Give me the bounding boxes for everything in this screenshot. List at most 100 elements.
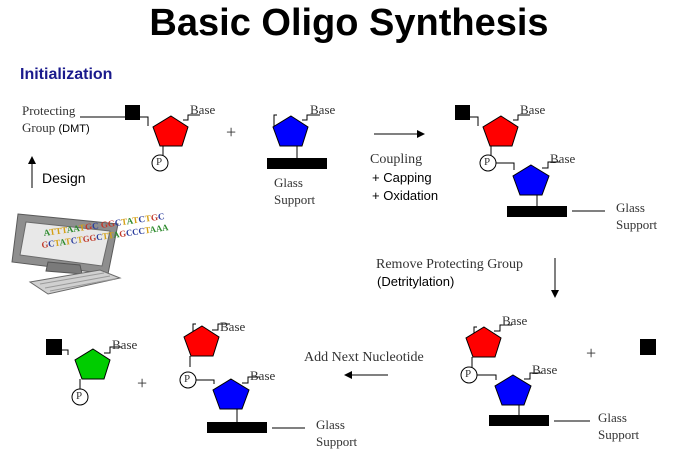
base-link-line xyxy=(183,114,200,121)
diagram-title: Basic Oligo Synthesis xyxy=(149,2,549,44)
group-label-text: Group xyxy=(22,120,56,135)
glass-label-text: Glass xyxy=(598,410,627,425)
phosphate-label: P xyxy=(76,390,83,402)
sequence-letter: T xyxy=(49,226,56,237)
sequence-letter: A xyxy=(43,227,51,238)
support-label-text: Support xyxy=(316,434,358,449)
base-label: Base xyxy=(310,102,336,117)
computer-illustration: ATTTAATGC GGCTATCTGC GCTATCTGGCTTAGCCCTA… xyxy=(11,211,170,295)
glass-support-label: Glass Support xyxy=(616,199,657,233)
nucleotide-unit-protected xyxy=(80,105,200,172)
base-label: Base xyxy=(550,151,576,166)
sequence-letter: G xyxy=(107,218,115,229)
sequence-letter: C xyxy=(48,238,56,249)
sequence-letter: A xyxy=(66,224,74,235)
oxidation-label: + Oxidation xyxy=(372,188,439,203)
blue-pentagon-sugar xyxy=(494,374,532,406)
base-label: Base xyxy=(502,313,528,328)
plus-sign: + xyxy=(586,343,597,363)
base-label: Base xyxy=(190,102,216,117)
sequence-letter: C xyxy=(157,211,165,222)
dmt-link-line xyxy=(140,116,149,126)
coupling-label: Coupling xyxy=(370,152,423,167)
sequence-letter: G xyxy=(100,219,108,230)
phosphate-circle xyxy=(151,154,169,172)
green-pentagon-sugar xyxy=(74,348,111,380)
red-pentagon-sugar xyxy=(482,115,519,147)
sequence-letter: G xyxy=(119,228,127,239)
capping-label: + Capping xyxy=(372,170,432,185)
dimer-unit-deprotected xyxy=(460,324,656,426)
sequence-letter: G xyxy=(41,239,49,250)
glass-label-text: Glass xyxy=(274,175,303,190)
phosphate-label: P xyxy=(465,368,472,380)
dimer-unit-bottom-middle xyxy=(179,323,305,433)
remove-protecting-group-label: Remove Protecting Group xyxy=(376,257,523,272)
base-label: Base xyxy=(220,319,246,334)
section-heading-initialization: Initialization xyxy=(20,66,113,83)
sequence-line-2: GCTATCTGGCTTAGCCCTAAA xyxy=(41,222,170,250)
sequence-letter: T xyxy=(55,226,62,237)
sequence-letter: C xyxy=(132,226,140,237)
base-label: Base xyxy=(112,337,138,352)
sequence-letter: A xyxy=(149,224,157,235)
sequence-letter: T xyxy=(102,231,109,242)
glass-support-label: Glass Support xyxy=(316,416,357,450)
plus-sign: + xyxy=(226,122,237,142)
support-label-text: Support xyxy=(616,217,658,232)
sequence-letter: T xyxy=(61,225,68,236)
sequence-letter: T xyxy=(144,213,151,224)
support-label-text: Support xyxy=(598,427,640,442)
sequence-letter: A xyxy=(112,229,120,240)
glass-support-label: Glass Support xyxy=(274,174,315,208)
protecting-label-text: Protecting xyxy=(22,103,76,118)
dimer-unit-protected xyxy=(455,105,605,217)
sequence-letter: G xyxy=(84,221,92,232)
red-pentagon-sugar xyxy=(465,326,502,358)
sequence-letter: A xyxy=(126,215,134,226)
sequence-letter: C xyxy=(91,220,99,231)
sequence-letter: A xyxy=(161,222,169,233)
sequence-letter: T xyxy=(64,236,71,247)
design-label: Design xyxy=(42,170,86,186)
nucleotide-unit-green xyxy=(46,339,122,406)
support-label-text: Support xyxy=(274,192,316,207)
sequence-line-1: ATTTAATGC GGCTATCTGC xyxy=(43,211,165,238)
sequence-letter: T xyxy=(144,225,151,236)
sequence-letter: T xyxy=(107,230,114,241)
sequence-letter: A xyxy=(59,237,67,248)
sequence-letter: T xyxy=(54,237,61,248)
base-label: Base xyxy=(250,368,276,383)
dmt-label: (DMT) xyxy=(58,123,90,135)
sequence-letter: G xyxy=(82,233,90,244)
sequence-letter: G xyxy=(150,212,158,223)
detritylation-label: (Detritylation) xyxy=(377,274,455,289)
phosphate-label: P xyxy=(484,156,491,168)
sequence-letter: G xyxy=(89,232,97,243)
add-next-nucleotide-label: Add Next Nucleotide xyxy=(304,350,424,365)
red-pentagon-sugar xyxy=(152,115,189,147)
sequence-letter: C xyxy=(125,227,133,238)
blue-pentagon-sugar xyxy=(212,378,250,410)
sequence-letter: C xyxy=(70,235,78,246)
nucleotide-unit-on-support xyxy=(267,114,327,169)
glass-support-label: Glass Support xyxy=(598,409,639,443)
red-pentagon-sugar xyxy=(183,325,220,357)
sequence-letter: T xyxy=(78,222,85,233)
plus-sign: + xyxy=(137,373,148,393)
released-dmt-block xyxy=(640,339,656,355)
glass-support-bar xyxy=(267,158,327,169)
sequence-letter: C xyxy=(95,232,103,243)
blue-pentagon-sugar xyxy=(512,164,550,196)
base-label: Base xyxy=(520,102,546,117)
sequence-letter: A xyxy=(73,223,81,234)
sequence-letter: C xyxy=(138,226,146,237)
sequence-letter: T xyxy=(121,216,128,227)
dmt-protecting-block xyxy=(125,105,140,120)
blue-pentagon-sugar xyxy=(272,115,309,147)
phosphate-label: P xyxy=(184,373,191,385)
sequence-letter: A xyxy=(155,223,163,234)
sequence-letter: C xyxy=(114,217,122,228)
